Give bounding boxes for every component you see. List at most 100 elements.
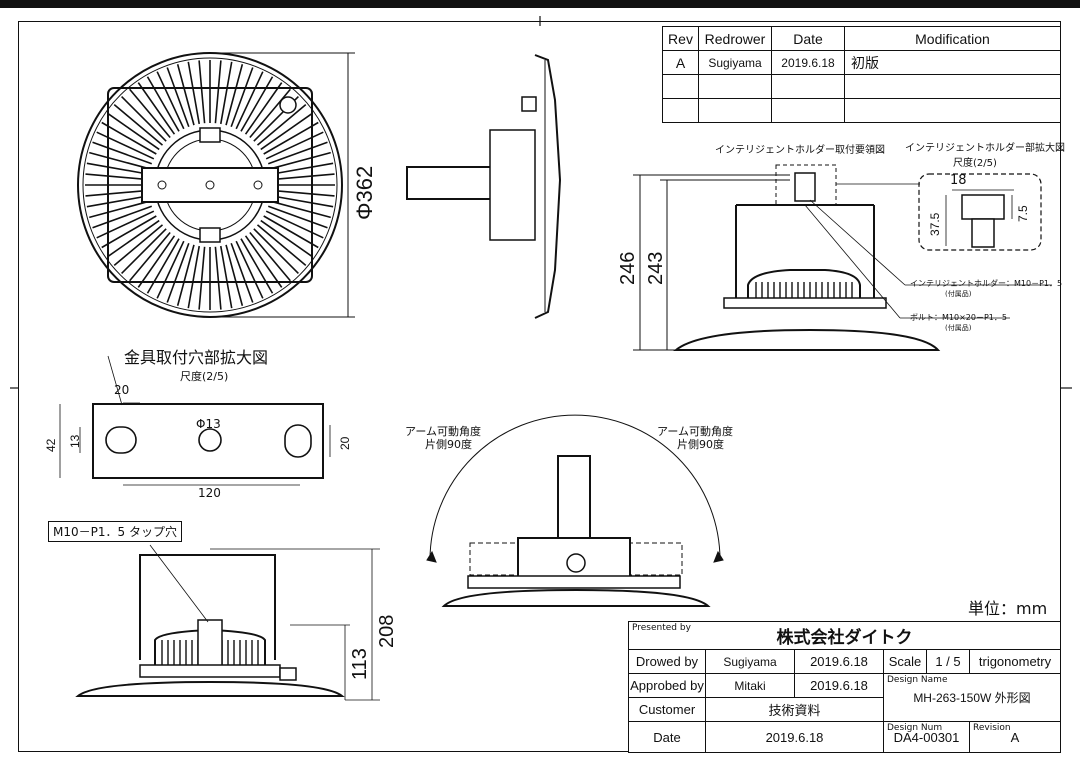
heat-sink-fin xyxy=(269,200,331,219)
redrower-header: Redrower xyxy=(698,26,772,51)
phi362-dimension xyxy=(210,52,355,318)
drawn-by-label: Drowed by xyxy=(628,649,706,674)
drawn-date: 2019.6.18 xyxy=(794,649,884,674)
heat-sink-fin xyxy=(92,205,153,229)
approved-date: 2019.6.18 xyxy=(794,673,884,698)
redrower-cell: Sugiyama xyxy=(698,50,772,75)
dim-18-label: 18 xyxy=(950,173,967,188)
heat-sink-fin xyxy=(129,88,171,139)
company-cell: Presented by 株式会社ダイトク xyxy=(628,621,1061,650)
heat-sink-fin xyxy=(267,141,328,165)
drawn-by-value: Sugiyama xyxy=(705,649,795,674)
redrower-cell xyxy=(698,74,772,99)
heat-sink-fin xyxy=(240,76,274,132)
holder-note-sub: (付属品) xyxy=(945,290,972,298)
heat-sink-fin xyxy=(271,189,335,197)
unit-label: 単位：mm xyxy=(968,599,1048,618)
holder-detail-box xyxy=(918,173,1042,251)
heat-sink-fin xyxy=(107,112,160,151)
heat-sink-fin xyxy=(267,205,328,229)
arm-angle-left-2: 片側90度 xyxy=(425,438,472,451)
bolt-note: ボルト：M10×20－P1．5 xyxy=(910,313,1007,322)
heat-sink-fin xyxy=(187,245,201,309)
heat-sink-fin xyxy=(219,245,233,309)
modification-cell xyxy=(844,74,1061,99)
heat-sink-fin xyxy=(89,151,151,170)
heat-sink-fin xyxy=(265,131,324,160)
arm-angle-right-1: アーム可動角度 xyxy=(657,425,734,438)
heat-sink-fin xyxy=(244,235,283,288)
title-row-company: Presented by 株式会社ダイトク xyxy=(628,621,1061,650)
date-value: 2019.6.18 xyxy=(705,721,884,753)
approved-by-value: Mitaki xyxy=(705,673,795,698)
date-cell xyxy=(771,74,845,99)
heat-sink-fin xyxy=(176,244,195,306)
heat-sink-fin xyxy=(85,189,149,197)
title-row-approved: Approbed by Mitaki 2019.6.18 Design Name… xyxy=(628,673,1061,722)
date-header: Date xyxy=(771,26,845,51)
dim-246-label: 246 xyxy=(617,251,639,285)
heat-sink-fin xyxy=(270,194,334,208)
heat-sink-fin xyxy=(219,61,233,125)
heat-sink-fin xyxy=(121,96,167,142)
heat-sink-fin xyxy=(89,200,151,219)
heat-sink-fin xyxy=(101,121,157,155)
heat-sink-fin xyxy=(198,60,206,124)
heat-sink-fin xyxy=(92,141,153,165)
modification-header: Modification xyxy=(844,26,1061,51)
heat-sink-fin xyxy=(235,71,264,130)
design-num-cell: Design Num DA4-00301 xyxy=(883,721,970,753)
heat-sink-fin xyxy=(265,210,324,239)
rev-header: Rev xyxy=(662,26,699,51)
heat-sink-fin xyxy=(198,246,206,310)
heat-sink-fin xyxy=(166,242,190,303)
heat-sink-fin xyxy=(263,215,319,249)
heat-sink-fin xyxy=(256,104,307,146)
heat-sink-fin xyxy=(156,240,185,299)
title-row-customer: Customer 技術資料 xyxy=(628,697,1061,722)
modification-cell: 初版 xyxy=(844,50,1061,75)
holder-detail-title: インテリジェントホルダー部拡大図 xyxy=(905,143,1065,154)
design-num-label: Design Num xyxy=(887,723,943,733)
holder-detail-scale: 尺度(2/5) xyxy=(953,158,997,169)
customer-label: Customer xyxy=(628,697,706,722)
heat-sink-fin xyxy=(260,219,313,258)
heat-sink-fin xyxy=(146,238,180,294)
arm-rotation-drawing xyxy=(426,414,724,607)
table-row xyxy=(662,98,1061,123)
heat-sink-fin xyxy=(86,162,150,176)
heat-sink-fin xyxy=(121,228,167,274)
holder-note: インテリジェントホルダー：M10－P1．5 xyxy=(910,279,1063,288)
presented-by-label: Presented by xyxy=(632,623,691,633)
modification-cell xyxy=(844,98,1061,123)
side-view-fixture xyxy=(406,54,562,319)
bracket-detail-scale: 尺度(2/5) xyxy=(180,370,229,383)
heat-sink-fin xyxy=(85,173,149,181)
dim-13-label: 13 xyxy=(68,434,82,448)
heat-sink-fin xyxy=(270,162,334,176)
dim-243-label: 243 xyxy=(645,251,667,285)
phi362-label: Φ362 xyxy=(352,165,377,220)
heat-sink-fin xyxy=(107,219,160,258)
heat-sink-fin xyxy=(137,235,176,288)
bracket-detail-drawing xyxy=(59,355,331,486)
dim-42-label: 42 xyxy=(44,438,58,452)
bolt-note-sub: (付属品) xyxy=(945,324,972,332)
title-row-drawn: Drowed by Sugiyama 2019.6.18 Scale 1 / 5… xyxy=(628,649,1061,674)
revision-cell: Revision A xyxy=(969,721,1061,753)
dim-20-top-label: 20 xyxy=(114,383,130,397)
heat-sink-fin xyxy=(113,104,164,146)
heat-sink-fin xyxy=(101,215,157,249)
design-name-label: Design Name xyxy=(887,675,948,685)
revision-table: Rev Redrower Date Modification A Sugiyam… xyxy=(662,26,1061,123)
approved-by-label: Approbed by xyxy=(628,673,706,698)
redrower-cell xyxy=(698,98,772,123)
heat-sink-fin xyxy=(129,231,171,282)
front-view-drawing xyxy=(75,544,380,701)
heat-sink-fin xyxy=(166,67,190,128)
dim-7-5-label: 7.5 xyxy=(1016,205,1030,222)
table-row xyxy=(662,74,1061,99)
company-name: 株式会社ダイトク xyxy=(776,628,913,647)
revision-label: Revision xyxy=(973,723,1011,733)
tap-hole-note: M10－P1．5 タップ穴 xyxy=(48,521,182,542)
